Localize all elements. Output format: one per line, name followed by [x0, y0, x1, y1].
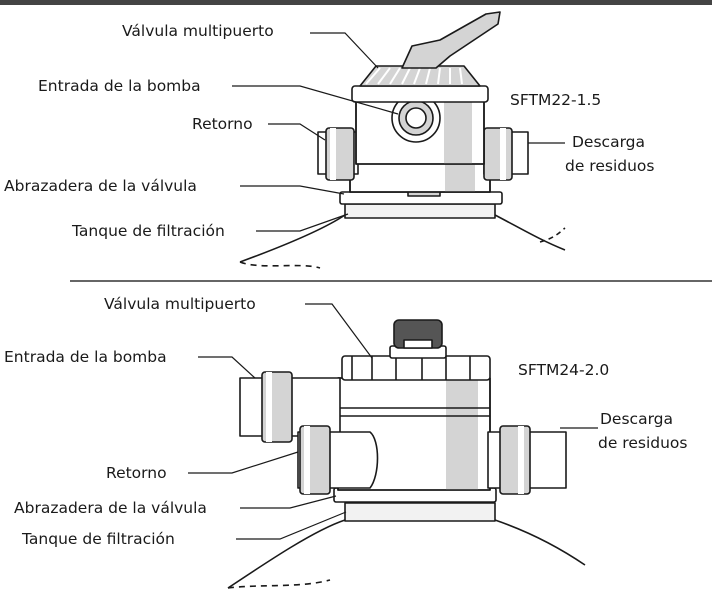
bottom-return-nut-hl — [304, 426, 310, 494]
bottom-cap-ribs — [351, 356, 471, 380]
top-label-return: Retorno — [192, 115, 253, 133]
top-leader-valve — [310, 32, 379, 69]
top-cap-base — [351, 85, 489, 103]
bottom-leader-valve — [305, 303, 373, 359]
top-leader-clamp — [240, 185, 345, 195]
bottom-tank-cut — [227, 579, 331, 589]
bottom-knob-window — [403, 339, 433, 349]
top-leader-inlet — [232, 85, 399, 115]
top-body-shade — [445, 160, 475, 192]
top-tank-cut2 — [539, 227, 566, 243]
top-label-waste-2: de residuos — [565, 157, 655, 175]
bottom-leaders — [188, 303, 598, 540]
bottom-tank-neck — [344, 502, 496, 522]
top-leader-return — [268, 123, 326, 141]
top-label-clamp: Abrazadera de la válvula — [4, 177, 197, 195]
bottom-leader-tank — [236, 511, 347, 540]
top-valve-drawing — [239, 11, 566, 269]
top-tank-cut — [239, 261, 321, 269]
top-label-pump-inlet: Entrada de la bomba — [38, 77, 201, 95]
bottom-inlet-nut-hl — [266, 372, 272, 442]
top-upper-shade — [444, 100, 472, 164]
bottom-leader-clamp — [240, 495, 337, 509]
top-tank-neck — [344, 203, 496, 219]
top-waste-nut — [483, 127, 513, 181]
bottom-label-valve: Válvula multipuerto — [104, 295, 256, 313]
bottom-waste-nut-hl — [518, 426, 524, 494]
bottom-body-shade — [446, 378, 478, 490]
top-label-valve: Válvula multipuerto — [122, 22, 274, 40]
bottom-cap — [341, 355, 491, 381]
bottom-tank-dome — [227, 519, 586, 589]
bottom-valve-drawing — [227, 319, 586, 589]
top-leader-tank — [256, 213, 349, 232]
top-tank-dome — [239, 214, 566, 263]
bottom-model-number: SFTM24-2.0 — [518, 361, 610, 379]
top-border — [0, 0, 712, 5]
bottom-label-return: Retorno — [106, 464, 167, 482]
bottom-label-waste-1: Descarga — [600, 410, 674, 428]
bottom-label-clamp: Abrazadera de la válvula — [14, 499, 207, 517]
top-waste-nut-hl — [500, 128, 506, 180]
bottom-leader-return — [188, 451, 299, 474]
bottom-label-tank: Tanque de filtración — [22, 530, 175, 548]
top-cap-ribs — [365, 67, 463, 85]
top-return-nut-hl — [330, 128, 336, 180]
top-model-number: SFTM22-1.5 — [510, 91, 602, 109]
bottom-waste-nut — [499, 425, 531, 495]
bottom-label-waste-2: de residuos — [598, 434, 688, 452]
top-inlet-bore — [405, 107, 427, 129]
top-handle — [401, 11, 501, 69]
top-label-tank: Tanque de filtración — [72, 222, 225, 240]
bottom-leader-inlet — [198, 356, 256, 379]
top-leaders — [232, 32, 565, 232]
top-label-waste-1: Descarga — [572, 133, 646, 151]
bottom-label-pump-inlet: Entrada de la bomba — [4, 348, 167, 366]
